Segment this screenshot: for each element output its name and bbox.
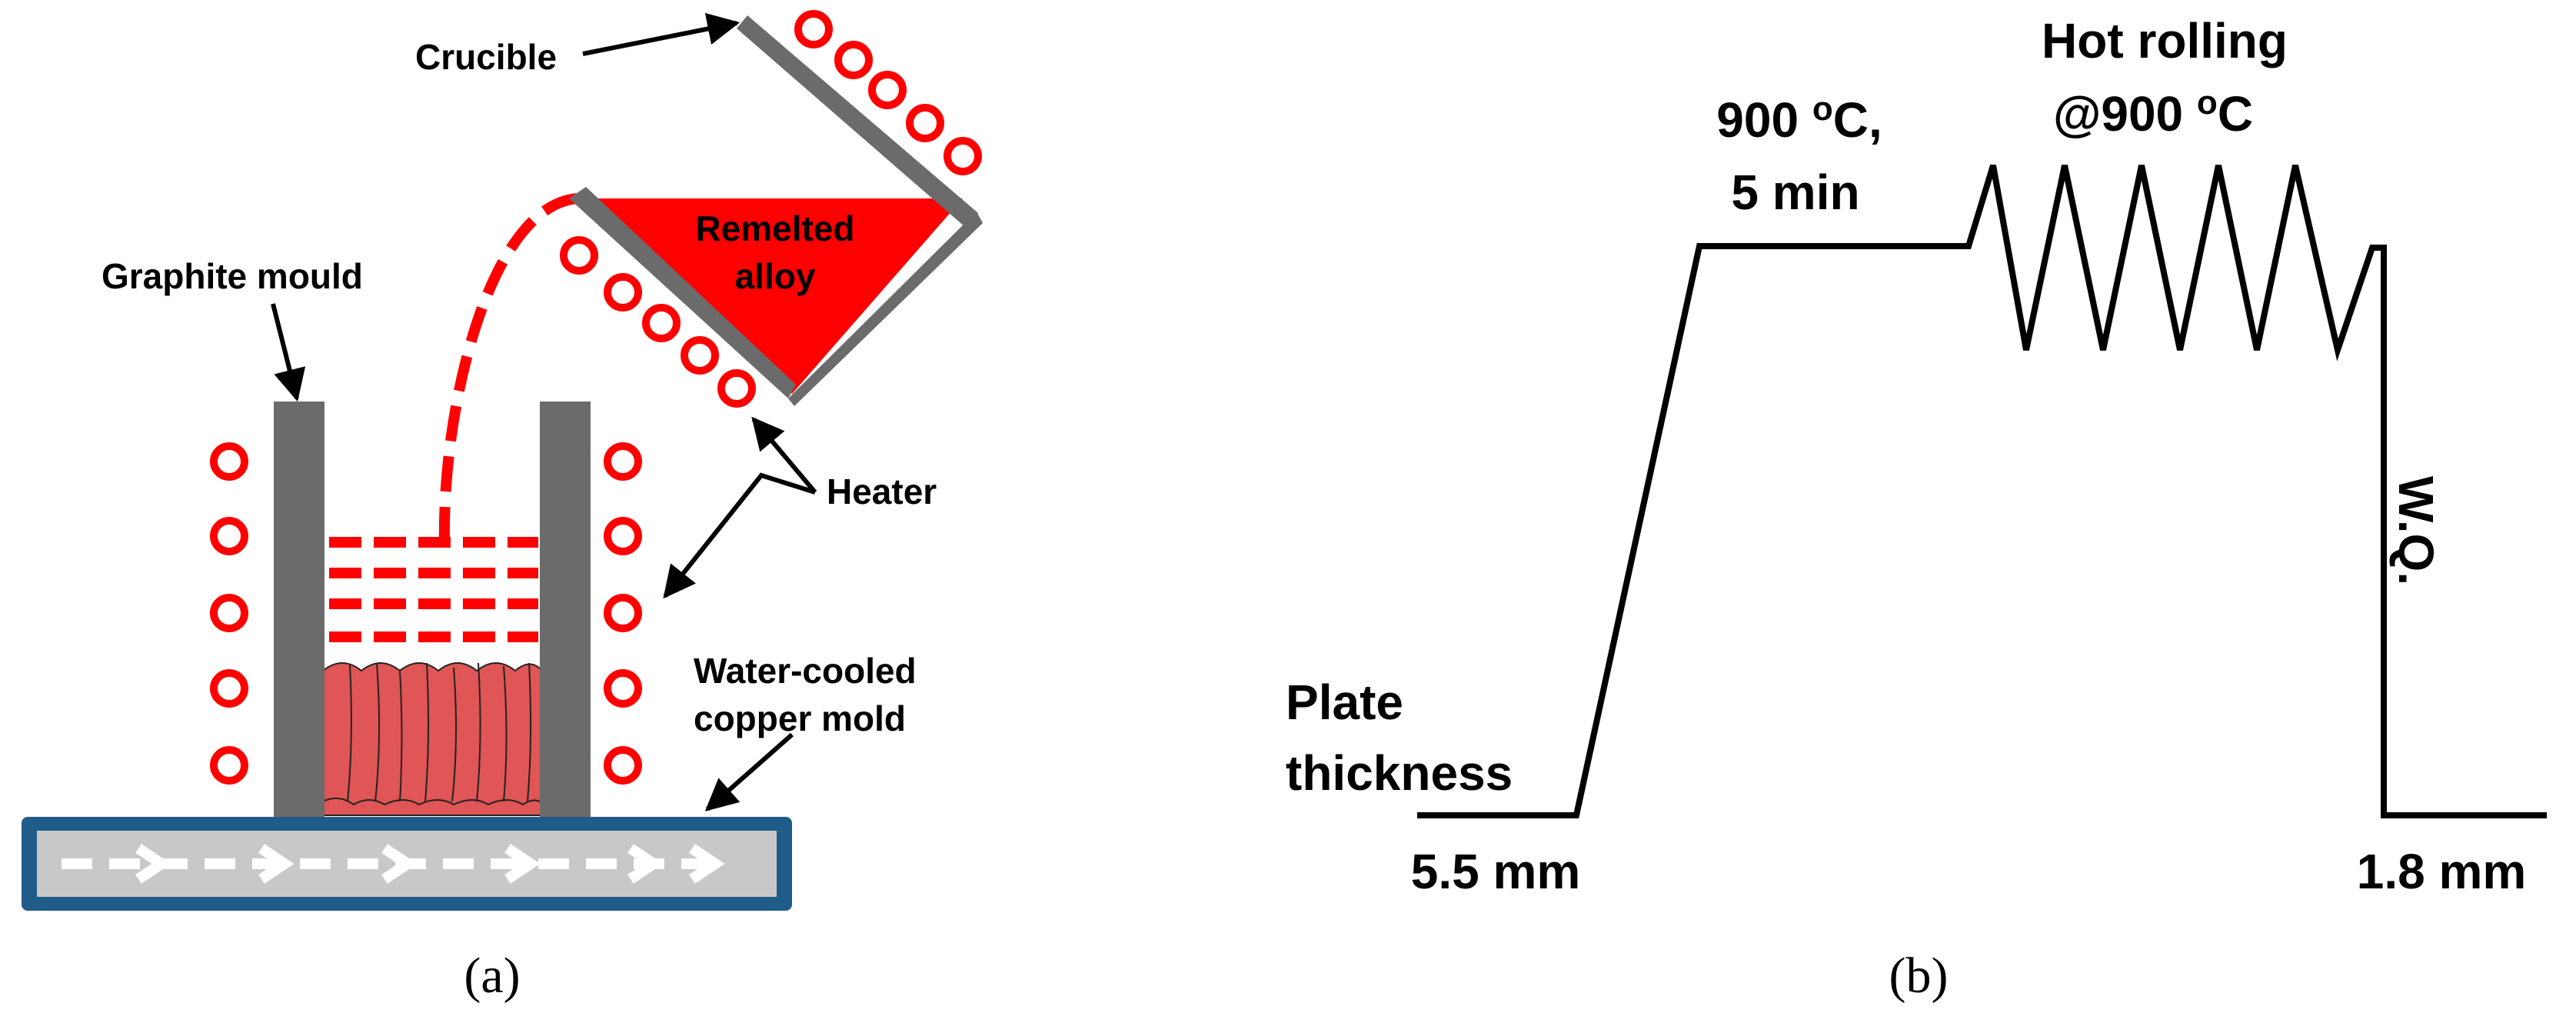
remelted-alloy-label-2: alloy	[735, 256, 816, 296]
remelted-alloy-label: Remelted	[695, 208, 854, 248]
copper-mold-label-2: copper mold	[694, 698, 906, 738]
rolling-temperature-label: @900 oC	[2053, 84, 2253, 142]
copper-mold-label: Water-cooled	[694, 651, 917, 691]
crucible-label: Crucible	[415, 37, 557, 77]
thermo-mechanical-profile	[1417, 164, 2547, 818]
water-quench-label: W.Q.	[2388, 476, 2444, 585]
plate-thickness-label: Plate	[1286, 675, 1403, 730]
panel-a-caption: (a)	[464, 948, 520, 1004]
solidified-ingot	[322, 662, 543, 816]
graphite-mould-label: Graphite mould	[102, 256, 363, 296]
crucible	[569, 15, 983, 406]
mould-wall-left	[274, 402, 324, 817]
panel-b: 900 oC, 5 min Hot rolling @900 oC W.Q. P…	[1286, 13, 2547, 1004]
mould-wall-right	[540, 402, 591, 817]
initial-thickness-label: 5.5 mm	[1411, 844, 1581, 899]
heater-label: Heater	[827, 472, 937, 512]
hold-temperature-label: 900 oC,	[1716, 90, 1882, 148]
hot-rolling-label: Hot rolling	[2042, 13, 2288, 68]
hold-time-label: 5 min	[1731, 165, 1859, 220]
panel-a: Crucible Remelted alloy Graphite mould H…	[22, 10, 983, 1004]
water-flow-arrow-icon	[62, 844, 725, 884]
leader-arrows	[271, 12, 817, 811]
melt-pour-stream	[329, 193, 579, 642]
plate-thickness-label-2: thickness	[1286, 745, 1513, 801]
heater-coil-icon	[210, 10, 982, 785]
final-thickness-label: 1.8 mm	[2357, 844, 2527, 899]
copper-mold-plate	[22, 817, 792, 911]
panel-b-caption: (b)	[1889, 948, 1949, 1004]
